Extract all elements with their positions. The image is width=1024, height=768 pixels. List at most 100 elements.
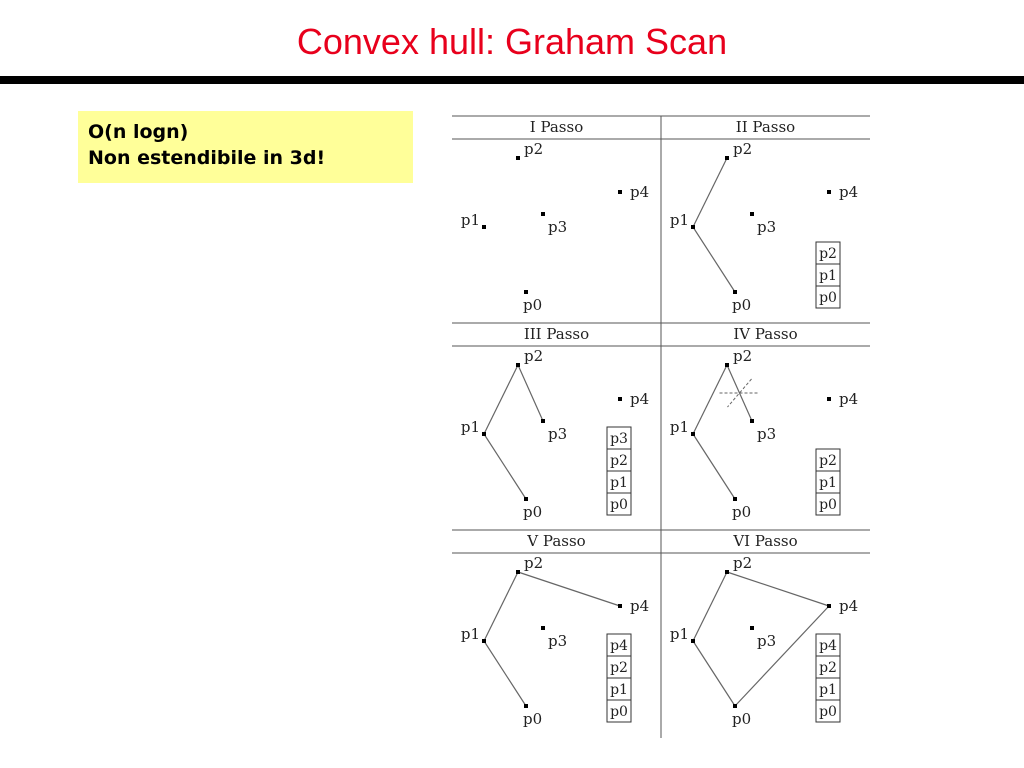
point-p0-step-6 bbox=[733, 704, 737, 708]
step-header-3: III Passo bbox=[524, 325, 589, 343]
stack-label-p0-step-3: p0 bbox=[610, 497, 628, 513]
point-p1-step-5 bbox=[482, 639, 486, 643]
point-label-p3-step-6: p3 bbox=[757, 632, 776, 650]
point-p1-step-2 bbox=[691, 225, 695, 229]
point-p3-step-2 bbox=[750, 212, 754, 216]
step-header-5: V Passo bbox=[526, 532, 585, 550]
point-label-p0-step-2: p0 bbox=[732, 296, 751, 314]
hull-edge-2-p1-p2 bbox=[692, 157, 728, 228]
point-label-p0-step-4: p0 bbox=[732, 503, 751, 521]
point-label-p0-step-5: p0 bbox=[523, 710, 542, 728]
stack-label-p2-step-6: p2 bbox=[819, 660, 837, 676]
point-label-p2-step-4: p2 bbox=[733, 347, 752, 365]
step-header-2: II Passo bbox=[736, 118, 795, 136]
step-header-1: I Passo bbox=[530, 118, 583, 136]
point-p0-step-1 bbox=[524, 290, 528, 294]
stack-label-p0-step-5: p0 bbox=[610, 704, 628, 720]
hull-edge-3-p2-p3 bbox=[517, 364, 544, 422]
step-header-4: IV Passo bbox=[733, 325, 797, 343]
stack-label-p1-step-5: p1 bbox=[610, 682, 628, 698]
point-label-p3-step-5: p3 bbox=[548, 632, 567, 650]
point-label-p0-step-1: p0 bbox=[523, 296, 542, 314]
stack-label-p1-step-4: p1 bbox=[819, 475, 837, 491]
point-p0-step-5 bbox=[524, 704, 528, 708]
point-label-p3-step-1: p3 bbox=[548, 218, 567, 236]
point-p2-step-5 bbox=[516, 570, 520, 574]
stack-label-p2-step-3: p2 bbox=[610, 453, 628, 469]
stack-cell-p0-step-5 bbox=[606, 699, 632, 723]
point-p3-step-5 bbox=[541, 626, 545, 630]
point-p4-step-1 bbox=[618, 190, 622, 194]
point-p3-step-1 bbox=[541, 212, 545, 216]
point-p0-step-3 bbox=[524, 497, 528, 501]
point-p1-step-6 bbox=[691, 639, 695, 643]
point-label-p3-step-2: p3 bbox=[757, 218, 776, 236]
hull-edge-3-p0-p1 bbox=[483, 433, 527, 500]
stack-label-p1-step-2: p1 bbox=[819, 268, 837, 284]
point-p2-step-2 bbox=[725, 156, 729, 160]
hull-edge-6-p2-p4 bbox=[726, 571, 830, 607]
point-p4-step-5 bbox=[618, 604, 622, 608]
point-label-p1-step-1: p1 bbox=[461, 211, 480, 229]
hull-edge-5-p1-p2 bbox=[483, 571, 519, 642]
stack-label-p1-step-6: p1 bbox=[819, 682, 837, 698]
stack-cell-p0-step-2 bbox=[815, 285, 841, 309]
point-label-p4-step-6: p4 bbox=[839, 597, 858, 615]
stack-cell-p0-step-4 bbox=[815, 492, 841, 516]
stack-label-p1-step-3: p1 bbox=[610, 475, 628, 491]
point-label-p0-step-6: p0 bbox=[732, 710, 751, 728]
hull-edge-5-p0-p1 bbox=[483, 640, 527, 707]
stack-cell-p0-step-6 bbox=[815, 699, 841, 723]
hull-edge-5-p2-p4 bbox=[517, 571, 621, 607]
point-p2-step-3 bbox=[516, 363, 520, 367]
point-p3-step-3 bbox=[541, 419, 545, 423]
point-p3-step-4 bbox=[750, 419, 754, 423]
point-label-p4-step-4: p4 bbox=[839, 390, 858, 408]
stack-label-p0-step-4: p0 bbox=[819, 497, 837, 513]
point-p3-step-6 bbox=[750, 626, 754, 630]
title-rule bbox=[0, 76, 1024, 84]
point-p1-step-4 bbox=[691, 432, 695, 436]
hull-edge-3-p1-p2 bbox=[483, 364, 519, 435]
stack-label-p0-step-6: p0 bbox=[819, 704, 837, 720]
hull-edge-6-p0-p1 bbox=[692, 640, 736, 707]
point-label-p3-step-3: p3 bbox=[548, 425, 567, 443]
point-label-p2-step-5: p2 bbox=[524, 554, 543, 572]
hull-edge-6-p4-p0 bbox=[734, 605, 830, 707]
note-box: O(n logn) Non estendibile in 3d! bbox=[78, 111, 413, 183]
stack-label-p2-step-2: p2 bbox=[819, 246, 837, 262]
hull-edge-4-p1-p2 bbox=[692, 364, 728, 435]
point-label-p0-step-3: p0 bbox=[523, 503, 542, 521]
point-label-p1-step-6: p1 bbox=[670, 625, 689, 643]
point-label-p4-step-2: p4 bbox=[839, 183, 858, 201]
point-label-p3-step-4: p3 bbox=[757, 425, 776, 443]
point-p4-step-2 bbox=[827, 190, 831, 194]
point-p0-step-2 bbox=[733, 290, 737, 294]
point-p2-step-4 bbox=[725, 363, 729, 367]
point-label-p4-step-3: p4 bbox=[630, 390, 649, 408]
point-label-p4-step-5: p4 bbox=[630, 597, 649, 615]
hull-edge-6-p1-p2 bbox=[692, 571, 728, 642]
point-p1-step-3 bbox=[482, 432, 486, 436]
note-line-3d: Non estendibile in 3d! bbox=[88, 147, 326, 169]
point-label-p2-step-3: p2 bbox=[524, 347, 543, 365]
point-label-p2-step-1: p2 bbox=[524, 140, 543, 158]
note-line-complexity: O(n logn) bbox=[88, 121, 189, 143]
point-label-p1-step-4: p1 bbox=[670, 418, 689, 436]
point-p2-step-1 bbox=[516, 156, 520, 160]
stack-label-p2-step-5: p2 bbox=[610, 660, 628, 676]
hull-edge-4-p0-p1 bbox=[692, 433, 736, 500]
rejected-mark-diagonal bbox=[727, 378, 752, 408]
stack-label-p2-step-4: p2 bbox=[819, 453, 837, 469]
point-p1-step-1 bbox=[482, 225, 486, 229]
step-header-6: VI Passo bbox=[732, 532, 797, 550]
point-label-p2-step-2: p2 bbox=[733, 140, 752, 158]
point-label-p4-step-1: p4 bbox=[630, 183, 649, 201]
point-label-p1-step-2: p1 bbox=[670, 211, 689, 229]
slide-title: Convex hull: Graham Scan bbox=[296, 21, 728, 62]
point-p0-step-4 bbox=[733, 497, 737, 501]
point-label-p2-step-6: p2 bbox=[733, 554, 752, 572]
stack-label-p3-step-3: p3 bbox=[610, 431, 628, 447]
point-p4-step-4 bbox=[827, 397, 831, 401]
